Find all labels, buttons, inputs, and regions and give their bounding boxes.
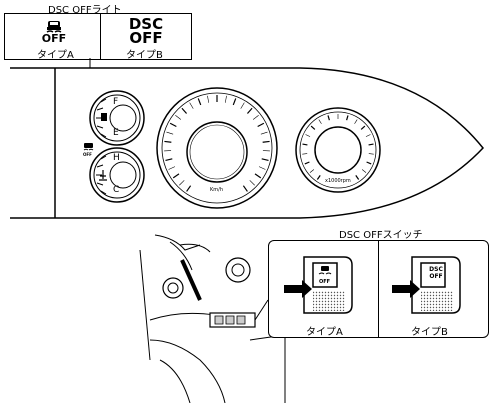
tach-unit-label: x1000rpm	[325, 178, 351, 184]
instrument-cluster	[10, 58, 484, 219]
speedometer	[156, 87, 278, 209]
wiper-stalk	[180, 259, 202, 301]
speed-unit-label: Km/h	[210, 187, 224, 193]
dsc-off-switch-title: DSC OFFスイッチ	[339, 230, 423, 241]
dsc-light-type-a-off-text: OFF	[41, 32, 67, 45]
gauge-tick	[189, 102, 194, 109]
dsc-light-type-a-label: タイプA	[37, 50, 74, 61]
push-arrow-b	[392, 280, 420, 298]
dsc-light-type-b-line1: DSC	[128, 15, 164, 33]
gauge-tick	[254, 173, 262, 179]
gauge-tick	[172, 173, 180, 179]
gauge-tick	[249, 180, 255, 186]
switch-b-line1: DSC	[429, 266, 443, 273]
gauge-tick	[302, 153, 308, 155]
switch-b-line2: OFF	[429, 273, 443, 280]
gauge-tick	[260, 131, 268, 135]
gauge-tick	[261, 158, 269, 162]
push-arrow-a	[284, 280, 312, 298]
gauge-tick	[327, 115, 330, 121]
gauge-tick	[207, 95, 210, 103]
cluster-indicator-off-text: OFF	[83, 152, 92, 157]
temp-hot-label: H	[113, 153, 120, 163]
dsc-light-type-b: DSC OFF タイプB	[101, 14, 191, 62]
gauge-tick	[368, 153, 374, 155]
gauge-tick	[224, 95, 227, 103]
gauge-tick	[197, 98, 202, 106]
gauge-tick	[361, 169, 367, 173]
temp-cold-label: C	[113, 185, 120, 195]
fuel-pump-icon	[101, 113, 107, 121]
dsc-switch-type-panel: OFF タイプA DSC OFF タイプB	[268, 240, 489, 338]
cluster-dsc-indicator	[83, 143, 94, 151]
gauge-tick	[252, 114, 259, 120]
switch-type-b-label: タイプB	[411, 327, 448, 338]
gauge-tick	[304, 161, 310, 165]
gauge-tick	[366, 161, 372, 165]
gauge-tick	[316, 175, 321, 180]
dsc-light-type-b-line2: OFF	[129, 29, 163, 47]
fuel-full-label: F	[113, 97, 119, 107]
gauge-tick	[305, 134, 311, 137]
fuel-gauge	[89, 90, 145, 146]
dsc-light-type-a: OFF タイプA	[5, 14, 101, 61]
gauge-tick	[164, 140, 172, 143]
gauge-tick	[355, 175, 360, 180]
gauge-tick	[175, 114, 182, 120]
gauge-tick	[165, 158, 173, 162]
fuel-empty-label: E	[113, 128, 119, 138]
gauge-tick	[240, 102, 245, 109]
gauge-tick	[258, 166, 266, 170]
gauge-tick	[310, 125, 316, 130]
gauge-tick	[346, 115, 349, 121]
switch-type-a-label: タイプA	[306, 327, 343, 338]
switch-a-off-text: OFF	[319, 279, 331, 285]
coolant-icon	[99, 170, 107, 181]
car-skid-icon	[46, 21, 62, 33]
gauge-tick	[181, 107, 188, 114]
gauge-tick	[186, 185, 192, 192]
gauge-tick	[365, 134, 371, 137]
gauge-tick	[232, 98, 237, 106]
gauge-tick	[368, 143, 374, 146]
gauge-tick	[354, 119, 358, 124]
gauge-tick	[242, 185, 248, 192]
switch-b-drawing	[392, 256, 461, 314]
dsc-light-type-panel: OFF タイプA DSC OFF タイプB	[4, 13, 192, 62]
dsc-light-type-b-label: タイプB	[126, 50, 163, 61]
gauge-tick	[262, 140, 270, 143]
gauge-tick	[169, 122, 177, 128]
leader-line-switch	[254, 299, 269, 321]
interior-sketch	[139, 234, 286, 403]
gauge-tick	[168, 166, 176, 170]
gauge-tick	[302, 143, 308, 146]
dsc-switch-type-a: OFF タイプA	[269, 241, 379, 338]
switch-a-drawing	[284, 256, 353, 314]
gauge-tick	[246, 107, 253, 114]
gauge-tick	[257, 122, 265, 128]
gauge-tick	[179, 180, 185, 186]
dsc-off-light-title: DSC OFFライト	[48, 5, 122, 16]
tachometer	[295, 107, 381, 193]
dsc-switch-type-b: DSC OFF タイプB	[379, 241, 488, 338]
temp-gauge	[89, 147, 145, 203]
gauge-tick	[360, 125, 366, 130]
gauge-tick	[166, 131, 174, 135]
gauge-tick	[318, 119, 322, 124]
gauge-tick	[309, 169, 315, 173]
